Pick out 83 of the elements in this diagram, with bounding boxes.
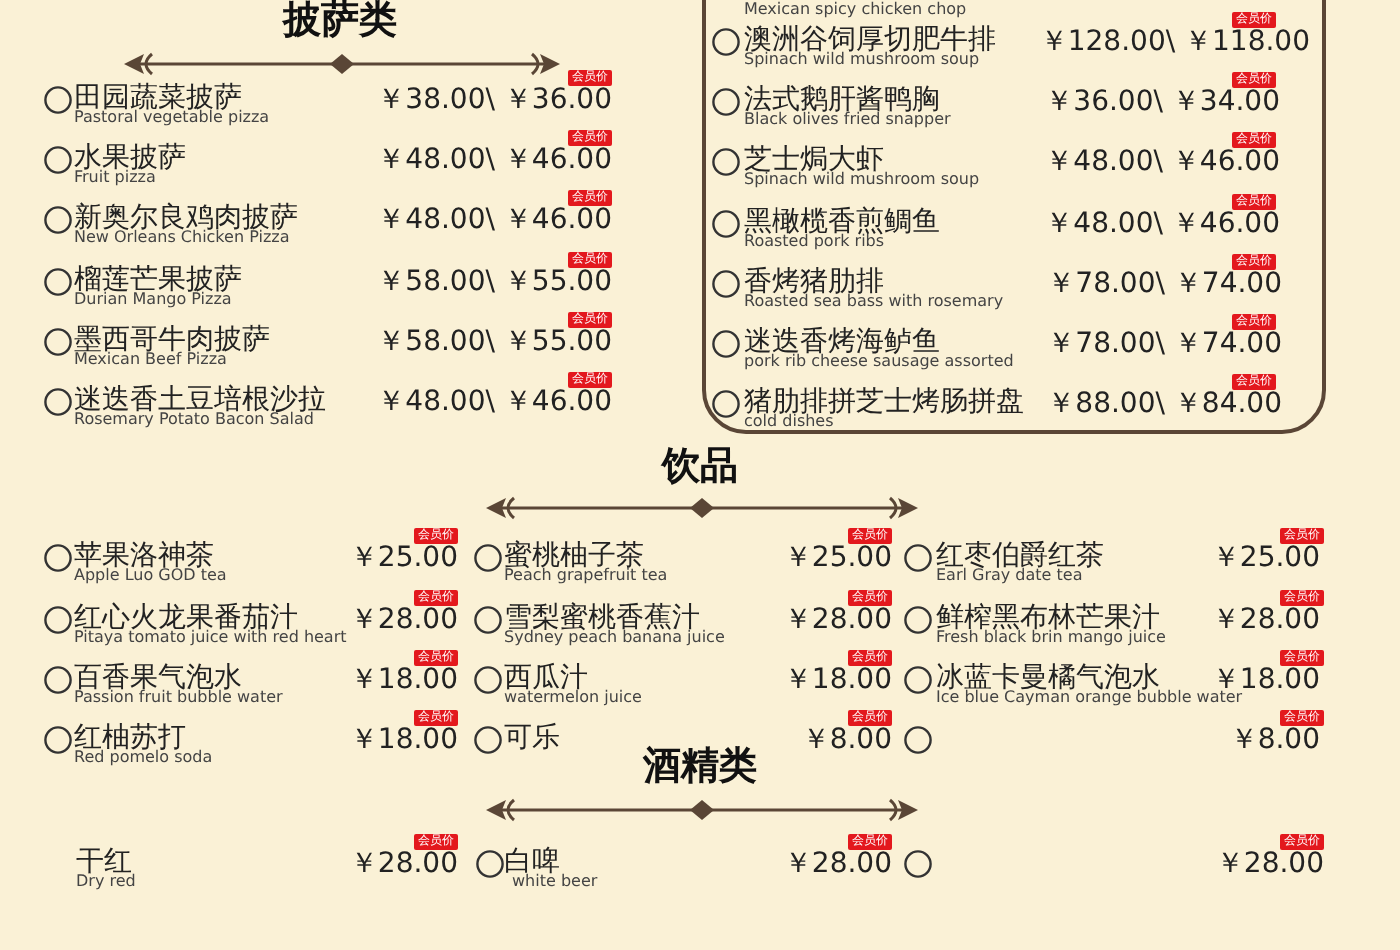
dish-name: 迷迭香土豆培根沙拉 (74, 386, 326, 414)
dish-translation: Mexican spicy chicken chop (744, 2, 967, 18)
price: ￥88.00\ ￥84.00 (1047, 390, 1282, 419)
dish-translation: Fresh black brin mango juice (936, 630, 1166, 646)
price: ￥48.00\ ￥46.00 (377, 388, 612, 416)
dish-name: 西瓜汁 (504, 664, 588, 692)
dish-name: 猪肋排拼芝士烤肠拼盘 (744, 388, 1024, 417)
price: ￥28.00 (349, 606, 458, 634)
price: ￥28.00 (1211, 606, 1320, 634)
price: ￥78.00\ ￥74.00 (1047, 269, 1282, 298)
dish-name: 红心火龙果番茄汁 (74, 604, 298, 632)
price: ￥25.00 (783, 544, 892, 572)
price: ￥18.00 (1211, 666, 1320, 694)
dish-name: 迷迭香烤海鲈鱼 (744, 328, 940, 356)
dish-translation: Sydney peach banana juice (504, 630, 725, 646)
dish-name: 澳洲谷饲厚切肥牛排 (744, 26, 996, 54)
dish-translation: Apple Luo GOD tea (74, 568, 227, 584)
dish-translation: Spinach wild mushroom soup (744, 172, 980, 189)
dish-name: 白啤 (504, 848, 560, 876)
dish-translation: Peach grapefruit tea (504, 568, 668, 584)
section-heading: 饮品 (662, 448, 738, 486)
dish-translation: cold dishes (744, 414, 834, 431)
dish-name: 雪梨蜜桃香蕉汁 (504, 604, 700, 632)
dish-translation: Red pomelo soda (74, 750, 213, 766)
price: ￥18.00 (349, 666, 458, 694)
dish-translation: Ice blue Cayman orange bubble water (936, 690, 1243, 706)
dish-translation: white beer (512, 874, 598, 890)
price: ￥8.00 (1229, 726, 1320, 754)
price: ￥48.00\ ￥46.00 (377, 206, 612, 235)
price: ￥25.00 (1211, 544, 1320, 572)
section-heading: 酒精类 (643, 748, 757, 786)
price: ￥78.00\ ￥74.00 (1047, 330, 1282, 358)
price: ￥128.00\ ￥118.00 (1039, 28, 1310, 56)
dish-name: 芝士焗大虾 (744, 146, 884, 175)
dish-name: 鲜榨黑布林芒果汁 (936, 604, 1160, 632)
price: ￥38.00\ ￥36.00 (377, 86, 612, 114)
price: ￥28.00 (349, 850, 458, 878)
price: ￥36.00\ ￥34.00 (1045, 88, 1280, 117)
price: ￥25.00 (349, 544, 458, 572)
price: ￥48.00\ ￥46.00 (1045, 148, 1280, 177)
dish-translation: Spinach wild mushroom soup (744, 52, 980, 68)
dish-translation: Fruit pizza (74, 170, 156, 187)
price: ￥48.00\ ￥46.00 (377, 146, 612, 175)
dish-translation: Mexican Beef Pizza (74, 351, 227, 368)
price: ￥8.00 (801, 726, 892, 754)
dish-translation: Durian Mango Pizza (74, 291, 232, 308)
section-heading: 披萨类 (283, 2, 397, 40)
dish-translation: Pastoral vegetable pizza (74, 110, 270, 126)
dish-translation: Pitaya tomato juice with red heart (74, 630, 347, 646)
dish-name: 苹果洛神茶 (74, 542, 214, 570)
dish-name: 新奥尔良鸡肉披萨 (74, 204, 298, 233)
dish-translation: Dry red (76, 874, 136, 890)
dish-translation: Earl Gray date tea (936, 568, 1083, 584)
dish-translation: Passion fruit bubble water (74, 690, 283, 706)
dish-translation: pork rib cheese sausage assorted (744, 354, 1014, 370)
dish-name: 黑橄榄香煎鲷鱼 (744, 207, 940, 236)
price: ￥18.00 (783, 666, 892, 694)
price: ￥58.00\ ￥55.00 (377, 267, 612, 296)
dish-name: 红柚苏打 (74, 724, 186, 752)
price: ￥18.00 (349, 726, 458, 754)
dish-name: 蜜桃柚子茶 (504, 542, 644, 570)
price: ￥28.00 (1215, 850, 1324, 878)
dish-translation: Rosemary Potato Bacon Salad (74, 412, 314, 428)
dish-name: 榴莲芒果披萨 (74, 265, 242, 294)
dish-name: 冰蓝卡曼橘气泡水 (936, 664, 1160, 692)
dish-name: 墨西哥牛肉披萨 (74, 325, 270, 354)
dish-name: 百香果气泡水 (74, 664, 242, 692)
dish-name: 法式鹅肝酱鸭胸 (744, 86, 940, 115)
dish-name: 红枣伯爵红茶 (936, 542, 1104, 570)
price: ￥28.00 (783, 850, 892, 878)
price: ￥58.00\ ￥55.00 (377, 327, 612, 356)
dish-name: 水果披萨 (74, 144, 186, 173)
dish-translation: Roasted pork ribs (744, 233, 885, 250)
dish-name: 田园蔬菜披萨 (74, 84, 242, 112)
dish-name: 香烤猪肋排 (744, 267, 884, 296)
price: ￥48.00\ ￥46.00 (1045, 209, 1280, 238)
dish-translation: watermelon juice (504, 690, 642, 706)
dish-name: 可乐 (504, 724, 560, 752)
dish-translation: Roasted sea bass with rosemary (744, 293, 1004, 310)
dish-translation: Black olives fried snapper (744, 112, 951, 129)
dish-translation: New Orleans Chicken Pizza (74, 230, 290, 247)
price: ￥28.00 (783, 606, 892, 634)
dish-name: 干红 (76, 848, 132, 876)
